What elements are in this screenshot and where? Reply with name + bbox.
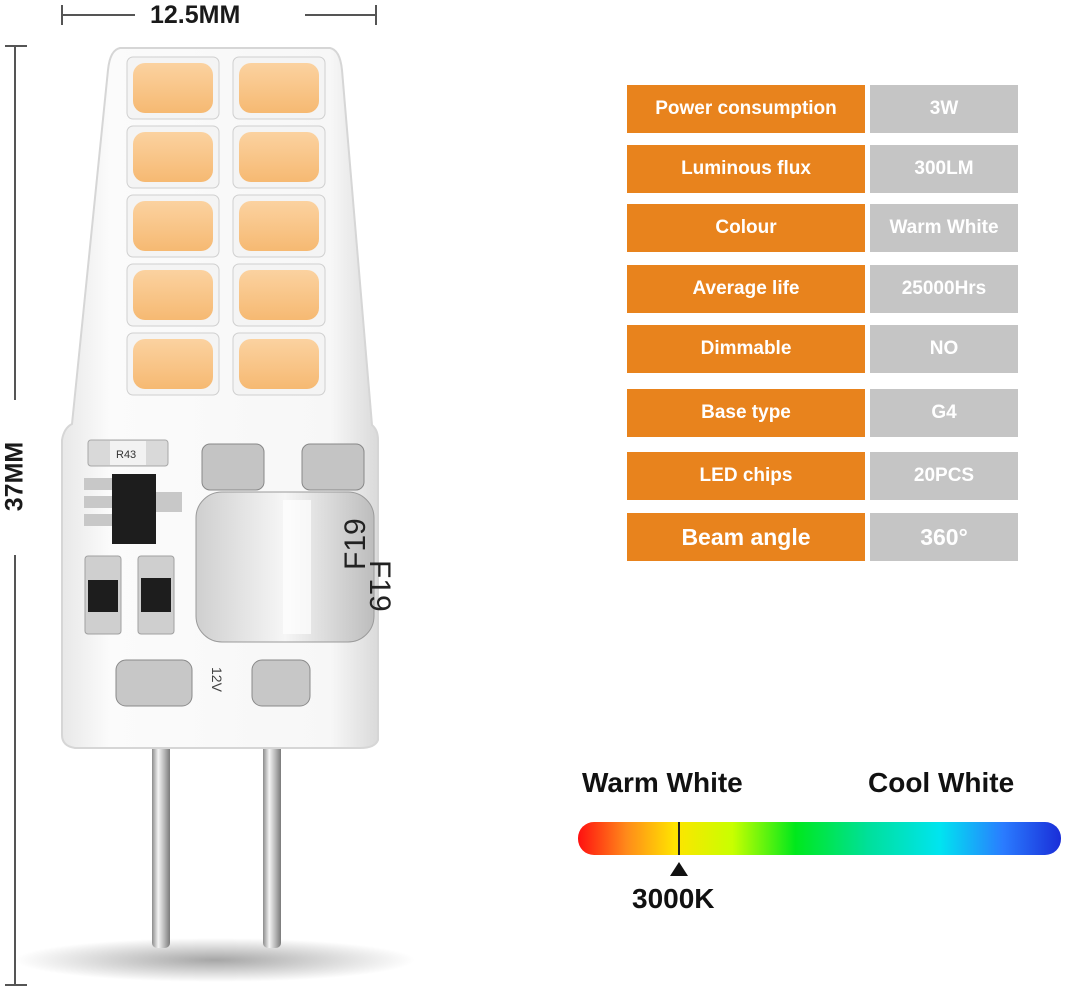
pcb-components: R43 F19 F19 12V xyxy=(84,439,396,707)
width-dimension-line xyxy=(61,5,377,25)
spec-value: G4 xyxy=(870,389,1018,437)
led-chip xyxy=(133,339,213,389)
spec-label: Colour xyxy=(627,204,865,252)
led-chip xyxy=(239,63,319,113)
spec-label: Dimmable xyxy=(627,325,865,373)
silicone-housing xyxy=(61,47,379,749)
led-chip xyxy=(133,132,213,182)
led-chip xyxy=(239,339,319,389)
spec-value: NO xyxy=(870,325,1018,373)
spec-value: 360° xyxy=(870,513,1018,561)
resistor-marking: R43 xyxy=(116,449,136,461)
led-chip xyxy=(133,201,213,251)
spec-label: Beam angle xyxy=(627,513,865,561)
spec-label: Base type xyxy=(627,389,865,437)
led-chip xyxy=(239,201,319,251)
cool-white-label: Cool White xyxy=(868,767,1015,798)
height-label: 37MM xyxy=(0,441,29,512)
capacitor-marking-1: F19 xyxy=(339,518,372,570)
spec-value: Warm White xyxy=(870,204,1018,252)
width-label: 12.5MM xyxy=(150,1,241,29)
marker-triangle-icon xyxy=(670,862,688,876)
led-chip xyxy=(239,270,319,320)
led-chip xyxy=(133,270,213,320)
spec-label: Luminous flux xyxy=(627,145,865,193)
height-dimension-line xyxy=(5,45,27,986)
voltage-marking: 12V xyxy=(209,667,225,693)
spec-label: Average life xyxy=(627,265,865,313)
led-chip-array xyxy=(126,56,326,396)
spec-value: 3W xyxy=(870,85,1018,133)
color-temperature-marker-label: 3000K xyxy=(632,883,715,914)
spec-label: Power consumption xyxy=(627,85,865,133)
led-chip xyxy=(239,132,319,182)
spec-value: 25000Hrs xyxy=(870,265,1018,313)
color-temperature-bar xyxy=(578,822,1061,855)
pin-left xyxy=(152,690,170,948)
warm-white-label: Warm White xyxy=(582,767,743,798)
pin-right xyxy=(263,690,281,948)
spec-value: 300LM xyxy=(870,145,1018,193)
led-chip xyxy=(133,63,213,113)
capacitor-marking-2: F19 xyxy=(363,560,396,612)
floor-shadow xyxy=(15,938,415,982)
spec-label: LED chips xyxy=(627,452,865,500)
spec-value: 20PCS xyxy=(870,452,1018,500)
